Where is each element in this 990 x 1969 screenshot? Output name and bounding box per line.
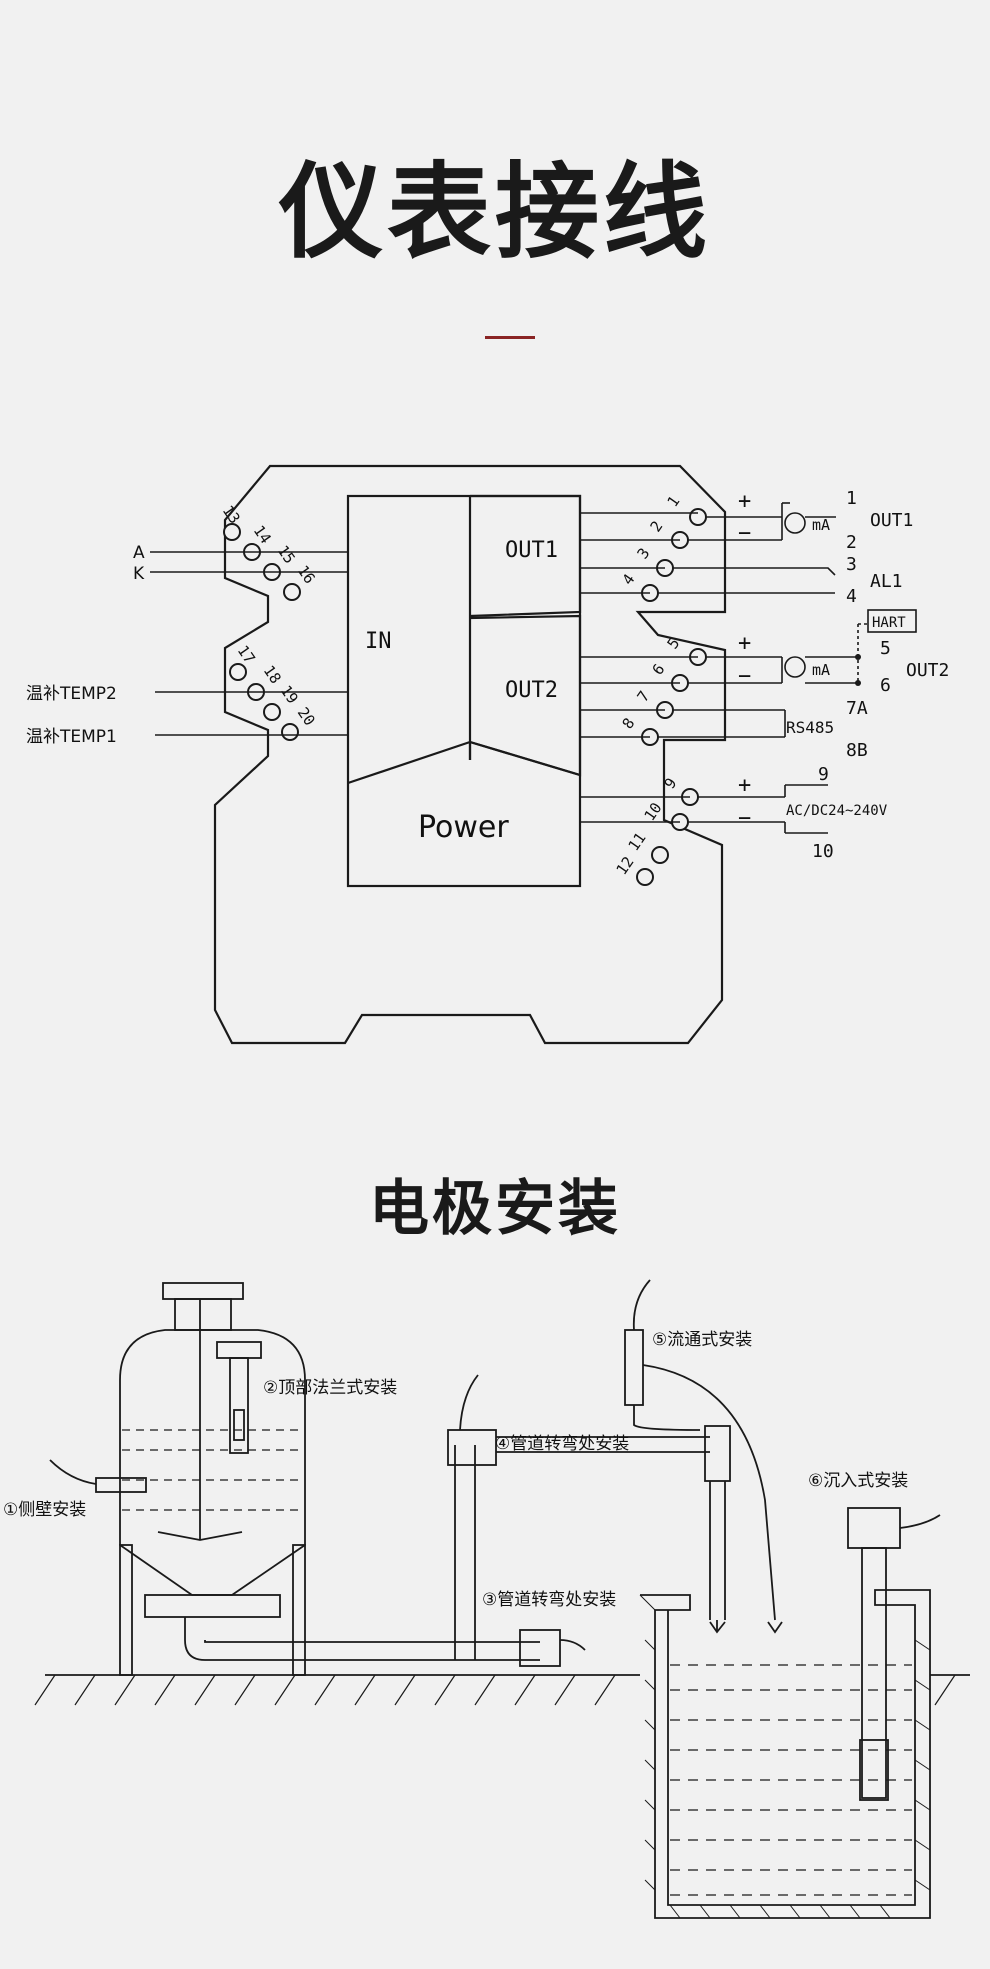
power-plus: +: [738, 773, 751, 798]
terminal-13: [223, 523, 241, 541]
out2-minus: −: [738, 664, 751, 689]
tank-top-flange: [162, 1282, 244, 1300]
submerged-sensor-head: [847, 1507, 901, 1549]
label-top-flange: ②顶部法兰式安装: [263, 1378, 397, 1398]
side-wall-sensor: [95, 1477, 147, 1493]
power-block-label: Power: [418, 810, 509, 845]
bottom-pipe: [184, 1617, 540, 1661]
power-terminal-10: 10: [812, 841, 834, 862]
out2-terminal-5: 5: [880, 638, 891, 659]
out1-ma: mA: [812, 516, 830, 534]
power-minus: −: [738, 806, 751, 831]
out2-current-source-icon: [784, 656, 806, 678]
al1-relay-contact: [790, 567, 836, 594]
top-flange-sensor: [229, 1357, 249, 1454]
module-outline: [213, 464, 727, 1045]
label-a: A: [133, 543, 145, 563]
out1-label: OUT1: [870, 510, 913, 531]
rs485-8b: 8B: [846, 740, 868, 761]
terminal-16: [283, 583, 301, 601]
label-k: K: [133, 564, 145, 584]
al1-terminal-4: 4: [846, 586, 857, 607]
al1-terminal-3: 3: [846, 554, 857, 575]
out1-terminal-1: 1: [846, 488, 857, 509]
flow-through-sensor: [624, 1329, 644, 1406]
page-title: 仪表接线: [278, 151, 711, 273]
tank-bottom-flange: [144, 1594, 281, 1618]
hart-label: HART: [872, 615, 906, 631]
tank-body: [119, 1329, 306, 1596]
power-terminal-9: 9: [818, 764, 829, 785]
out1-block: [469, 494, 582, 618]
label-pipe-bend-3: ③管道转弯处安装: [482, 1590, 616, 1610]
terminal-11: [651, 846, 669, 864]
out1-current-source-icon: [784, 512, 806, 534]
hart-box: [867, 609, 917, 633]
out1-block-label: OUT1: [505, 538, 558, 563]
title-divider: [485, 336, 535, 339]
terminal-17: [229, 663, 247, 681]
rs485-7a: 7A: [846, 698, 868, 719]
in-block-label: IN: [365, 629, 392, 654]
out2-terminal-6: 6: [880, 675, 891, 696]
label-submerged: ⑥沉入式安装: [808, 1471, 908, 1491]
power-voltage-label: AC/DC24~240V: [786, 803, 888, 819]
terminal-20: [281, 723, 299, 741]
terminal-19: [263, 703, 281, 721]
tank-agitator-blade: [157, 1531, 243, 1541]
label-temp2: 温补TEMP2: [26, 684, 117, 704]
out1-minus: −: [738, 521, 751, 546]
rs485-label: RS485: [786, 718, 834, 737]
label-pipe-bend-4: ④管道转弯处安装: [495, 1434, 629, 1454]
terminal-12: [636, 868, 654, 886]
out2-ma: mA: [812, 661, 830, 679]
ground-hatching: [34, 1674, 956, 1706]
pipe-bend-sensor-4: [447, 1429, 497, 1466]
label-temp1: 温补TEMP1: [26, 727, 117, 747]
out2-block-label: OUT2: [505, 678, 558, 703]
pit-outline: [640, 1589, 931, 1919]
submerged-sensor-pipe: [861, 1547, 887, 1799]
upper-pipe: [496, 1436, 710, 1453]
al1-label: AL1: [870, 571, 903, 592]
vertical-pipe: [454, 1445, 476, 1660]
section-title-electrode-installation: 电极安装: [369, 1174, 621, 1244]
out1-terminal-2: 2: [846, 532, 857, 553]
label-side-wall: ①侧壁安装: [3, 1500, 86, 1520]
pipe-bend-sensor-3: [519, 1629, 561, 1667]
out2-plus: +: [738, 631, 751, 656]
out1-plus: +: [738, 489, 751, 514]
out2-label: OUT2: [906, 660, 949, 681]
label-flow-through: ⑤流通式安装: [652, 1330, 752, 1350]
